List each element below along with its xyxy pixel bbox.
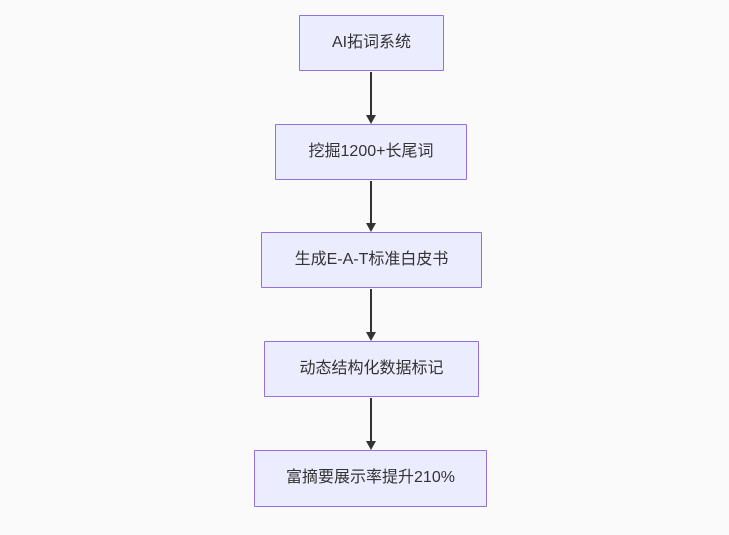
arrow-head-down-icon	[366, 223, 376, 232]
flow-arrow-a-to-b	[366, 72, 376, 124]
flow-arrow-b-to-c	[366, 181, 376, 232]
flow-node-label: AI拓词系统	[331, 33, 412, 51]
flow-node-label: 动态结构化数据标记	[299, 359, 444, 377]
flow-node-generate-eat-whitepaper: 生成E-A-T标准白皮书	[261, 232, 482, 288]
flow-arrow-c-to-d	[366, 289, 376, 341]
flow-node-dynamic-structured-data-markup: 动态结构化数据标记	[264, 341, 479, 397]
flow-node-ai-word-expansion-system: AI拓词系统	[299, 15, 444, 71]
arrow-line	[370, 289, 372, 332]
flow-node-mine-longtail-keywords: 挖掘1200+长尾词	[275, 124, 467, 180]
arrow-head-down-icon	[366, 115, 376, 124]
flow-node-label: 挖掘1200+长尾词	[308, 142, 434, 160]
flow-node-label: 富摘要展示率提升210%	[286, 469, 455, 487]
arrow-line	[370, 398, 372, 441]
flow-arrow-d-to-e	[366, 398, 376, 450]
arrow-line	[370, 181, 372, 223]
flow-node-label: 生成E-A-T标准白皮书	[294, 250, 449, 268]
flow-node-rich-snippet-rate-increase: 富摘要展示率提升210%	[254, 450, 487, 507]
arrow-head-down-icon	[366, 332, 376, 341]
arrow-head-down-icon	[366, 441, 376, 450]
arrow-line	[370, 72, 372, 115]
